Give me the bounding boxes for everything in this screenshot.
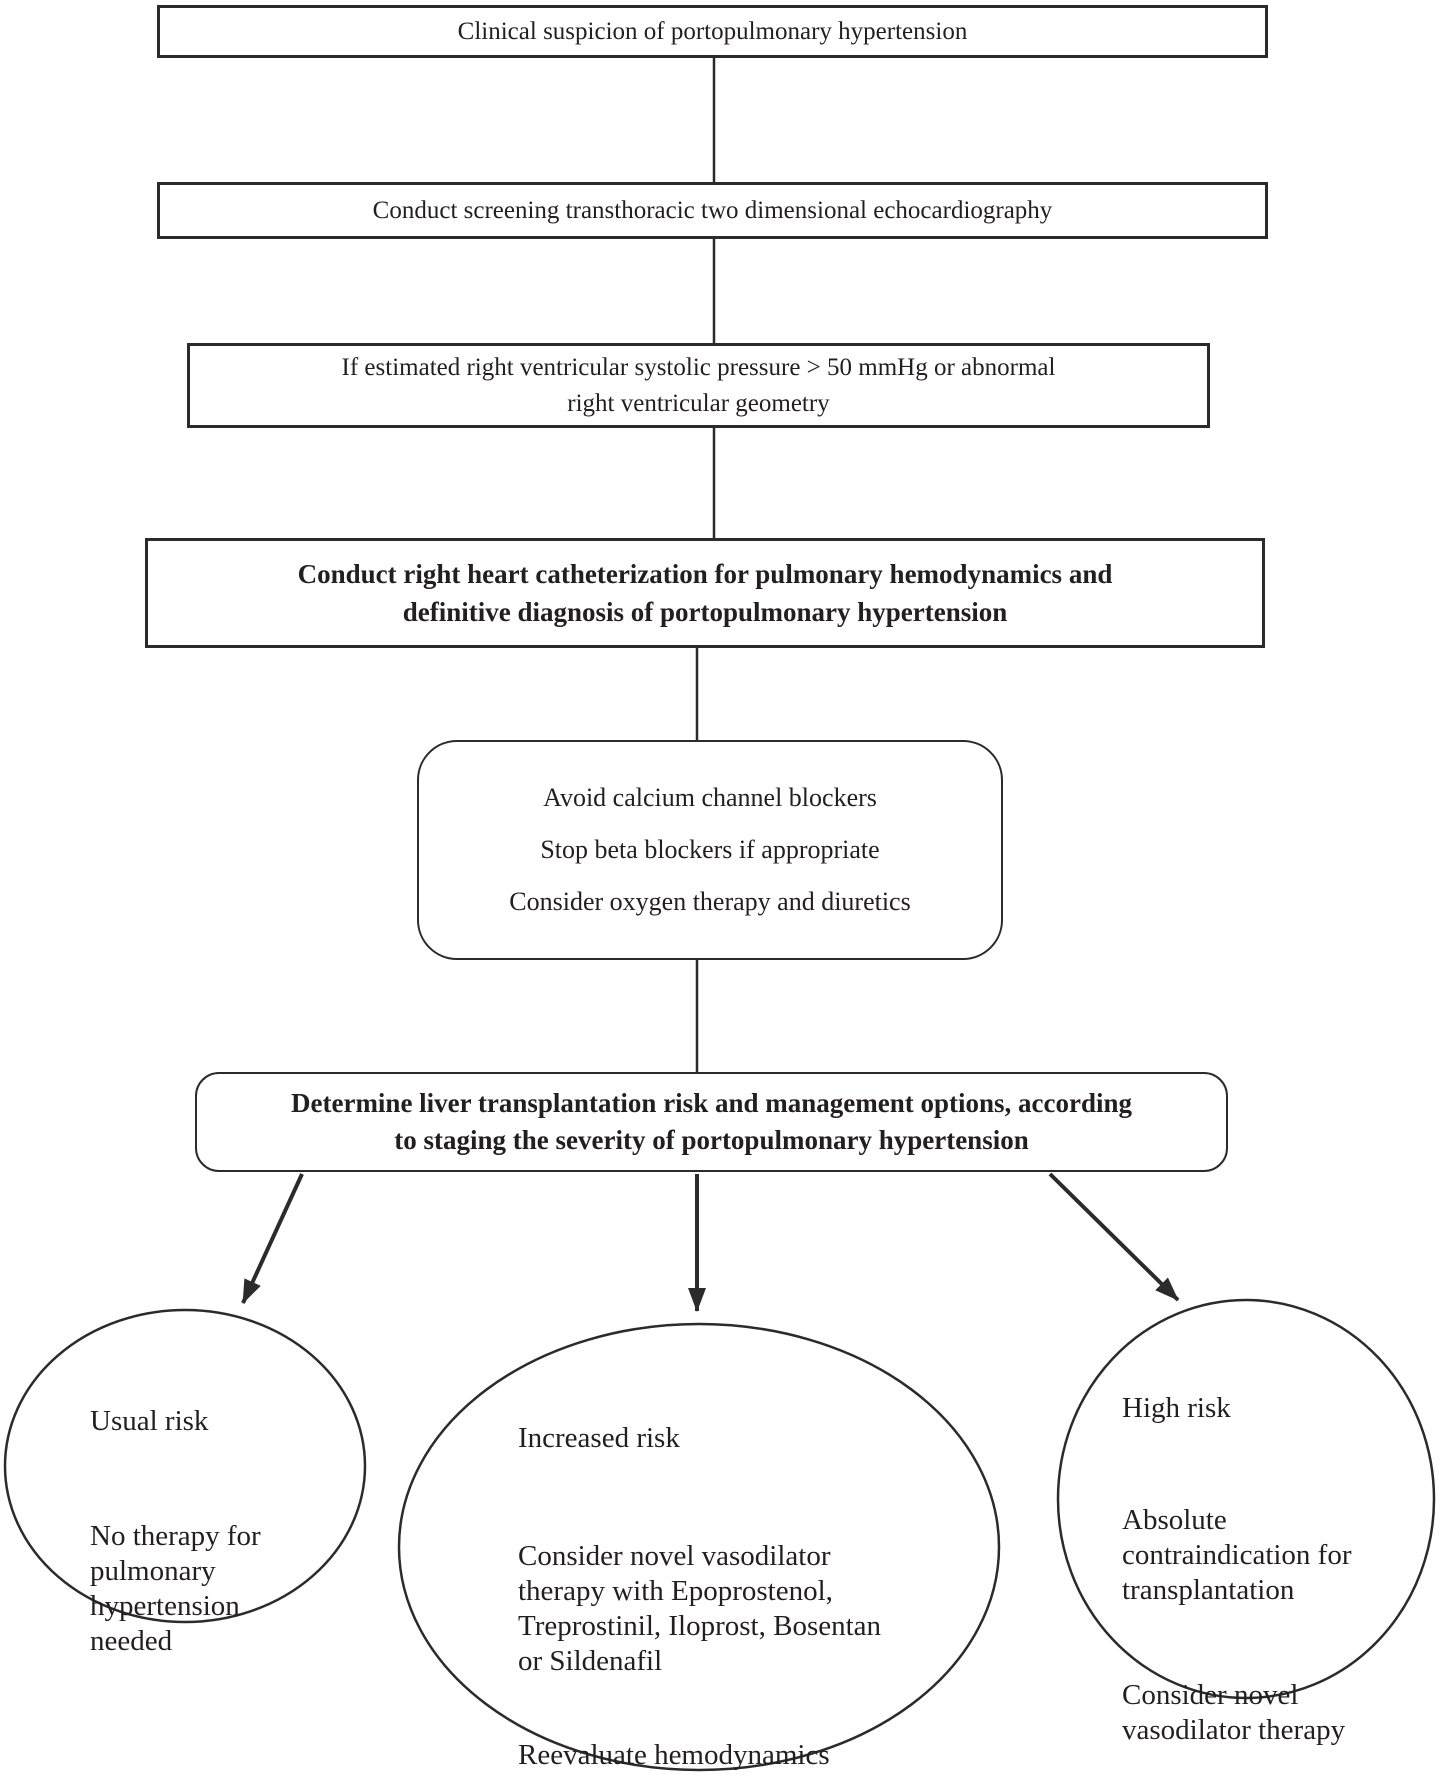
management-line-oxygen-diuretics: Consider oxygen therapy and diuretics: [509, 887, 911, 916]
outcome-usual-risk-body: No therapy for pulmonary hypertension ne…: [90, 1520, 261, 1657]
node-rvsp-criteria: If estimated right ventricular systolic …: [187, 343, 1210, 428]
node-initial-medical-management: Avoid calcium channel blockers Stop beta…: [417, 740, 1003, 960]
outcome-increased-risk-therapy: Consider novel vasodilator therapy with …: [518, 1540, 882, 1677]
arrow-usual-risk: [241, 1173, 304, 1304]
management-line-avoid-ccb: Avoid calcium channel blockers: [543, 783, 877, 812]
outcome-high-risk-vasodilator: Consider novel vasodilator therapy: [1122, 1679, 1346, 1746]
outcome-high-risk-title: High risk: [1122, 1392, 1231, 1424]
ellipse-usual-risk: [3, 1308, 367, 1624]
node-right-heart-catheterization: Conduct right heart catheterization for …: [145, 538, 1265, 648]
outcome-increased-risk-reevaluate: Reevaluate hemodynamics before undergoin…: [518, 1739, 830, 1777]
node-screening-echocardiography: Conduct screening transthoracic two dime…: [157, 182, 1268, 239]
management-line-stop-beta-blockers: Stop beta blockers if appropriate: [540, 835, 880, 864]
ellipse-high-risk: [1056, 1298, 1436, 1700]
outcome-usual-risk-title: Usual risk: [90, 1405, 209, 1437]
outcome-increased-risk: Increased risk Consider novel vasodilato…: [518, 1386, 958, 1777]
outcome-usual-risk: Usual risk No therapy for pulmonary hype…: [90, 1369, 350, 1694]
outcome-high-risk: High risk Absolute contraindication for …: [1122, 1356, 1442, 1777]
outcome-increased-risk-title: Increased risk: [518, 1422, 680, 1454]
arrow-high-risk: [1048, 1172, 1180, 1302]
ellipse-increased-risk: [397, 1322, 1001, 1772]
node-clinical-suspicion: Clinical suspicion of portopulmonary hyp…: [157, 5, 1268, 58]
outcome-high-risk-contraindication: Absolute contraindication for transplant…: [1122, 1504, 1352, 1606]
node-transplant-risk-staging: Determine liver transplantation risk and…: [195, 1072, 1228, 1172]
